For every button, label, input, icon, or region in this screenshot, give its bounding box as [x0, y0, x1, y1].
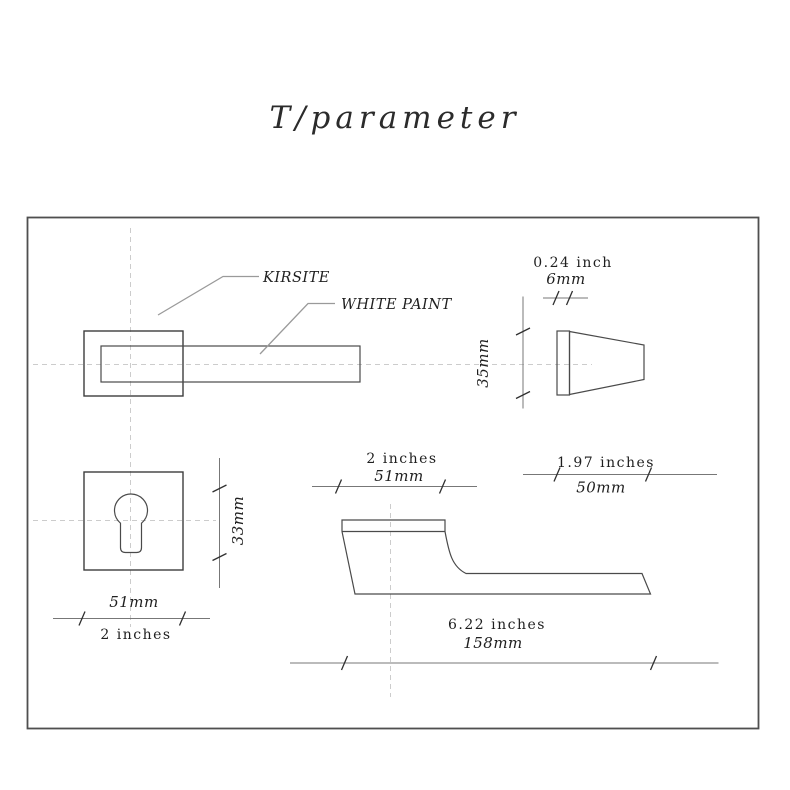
escutcheon-view: 33mm 51mm 2 inches	[53, 458, 247, 643]
rosette-taper-body	[568, 330, 645, 396]
material-label: KIRSITE	[262, 270, 330, 286]
escutcheon-plate	[83, 471, 184, 571]
dim-projection-mm: 50mm	[576, 479, 626, 497]
dim-escutcheon-width-mm: 51mm	[109, 593, 159, 611]
centerlines	[33, 228, 592, 697]
drawing-border	[26, 216, 760, 730]
rosette-base-plate	[556, 330, 571, 396]
dim-thickness-mm: 6mm	[546, 270, 586, 288]
dim-ticks-length	[340, 655, 658, 671]
dim-ticks-rosette-height	[515, 327, 531, 400]
dim-escutcheon-height-mm: 33mm	[229, 496, 247, 546]
dim-projection-inch: 1.97 inches	[557, 455, 655, 471]
handle-profile-outline	[341, 519, 652, 595]
kirsite-leader-line	[157, 275, 259, 316]
dim-rosette-height-mm: 35mm	[474, 338, 492, 388]
dim-ticks-escutcheon-height	[212, 484, 227, 562]
dim-ticks-grip	[334, 479, 447, 494]
dim-length-mm: 158mm	[463, 634, 523, 652]
dim-ticks-thickness	[552, 290, 574, 306]
white-paint-leader-line	[259, 302, 335, 355]
keyhole-cutout	[113, 493, 149, 554]
dim-grip-mm: 51mm	[374, 467, 424, 485]
dim-ticks-projection	[553, 467, 653, 482]
dim-length-inch: 6.22 inches	[448, 617, 546, 633]
handle-profile-view: 2 inches 51mm 1.97 inches 50mm 6.22 inch…	[290, 451, 719, 671]
dim-escutcheon-width-inch: 2 inches	[100, 627, 171, 643]
dim-thickness-inch: 0.24 inch	[533, 255, 612, 271]
dim-ticks-escutcheon-width	[78, 611, 187, 626]
handle-bar-outline	[100, 345, 361, 383]
dim-grip-inch: 2 inches	[366, 451, 437, 467]
rosette-outline	[83, 330, 184, 397]
rosette-side-view: 0.24 inch 6mm 35mm	[474, 255, 645, 409]
page-title: T/parameter	[269, 100, 521, 136]
finish-label: WHITE PAINT	[341, 297, 452, 313]
handle-front-view: KIRSITE WHITE PAINT	[83, 270, 452, 397]
